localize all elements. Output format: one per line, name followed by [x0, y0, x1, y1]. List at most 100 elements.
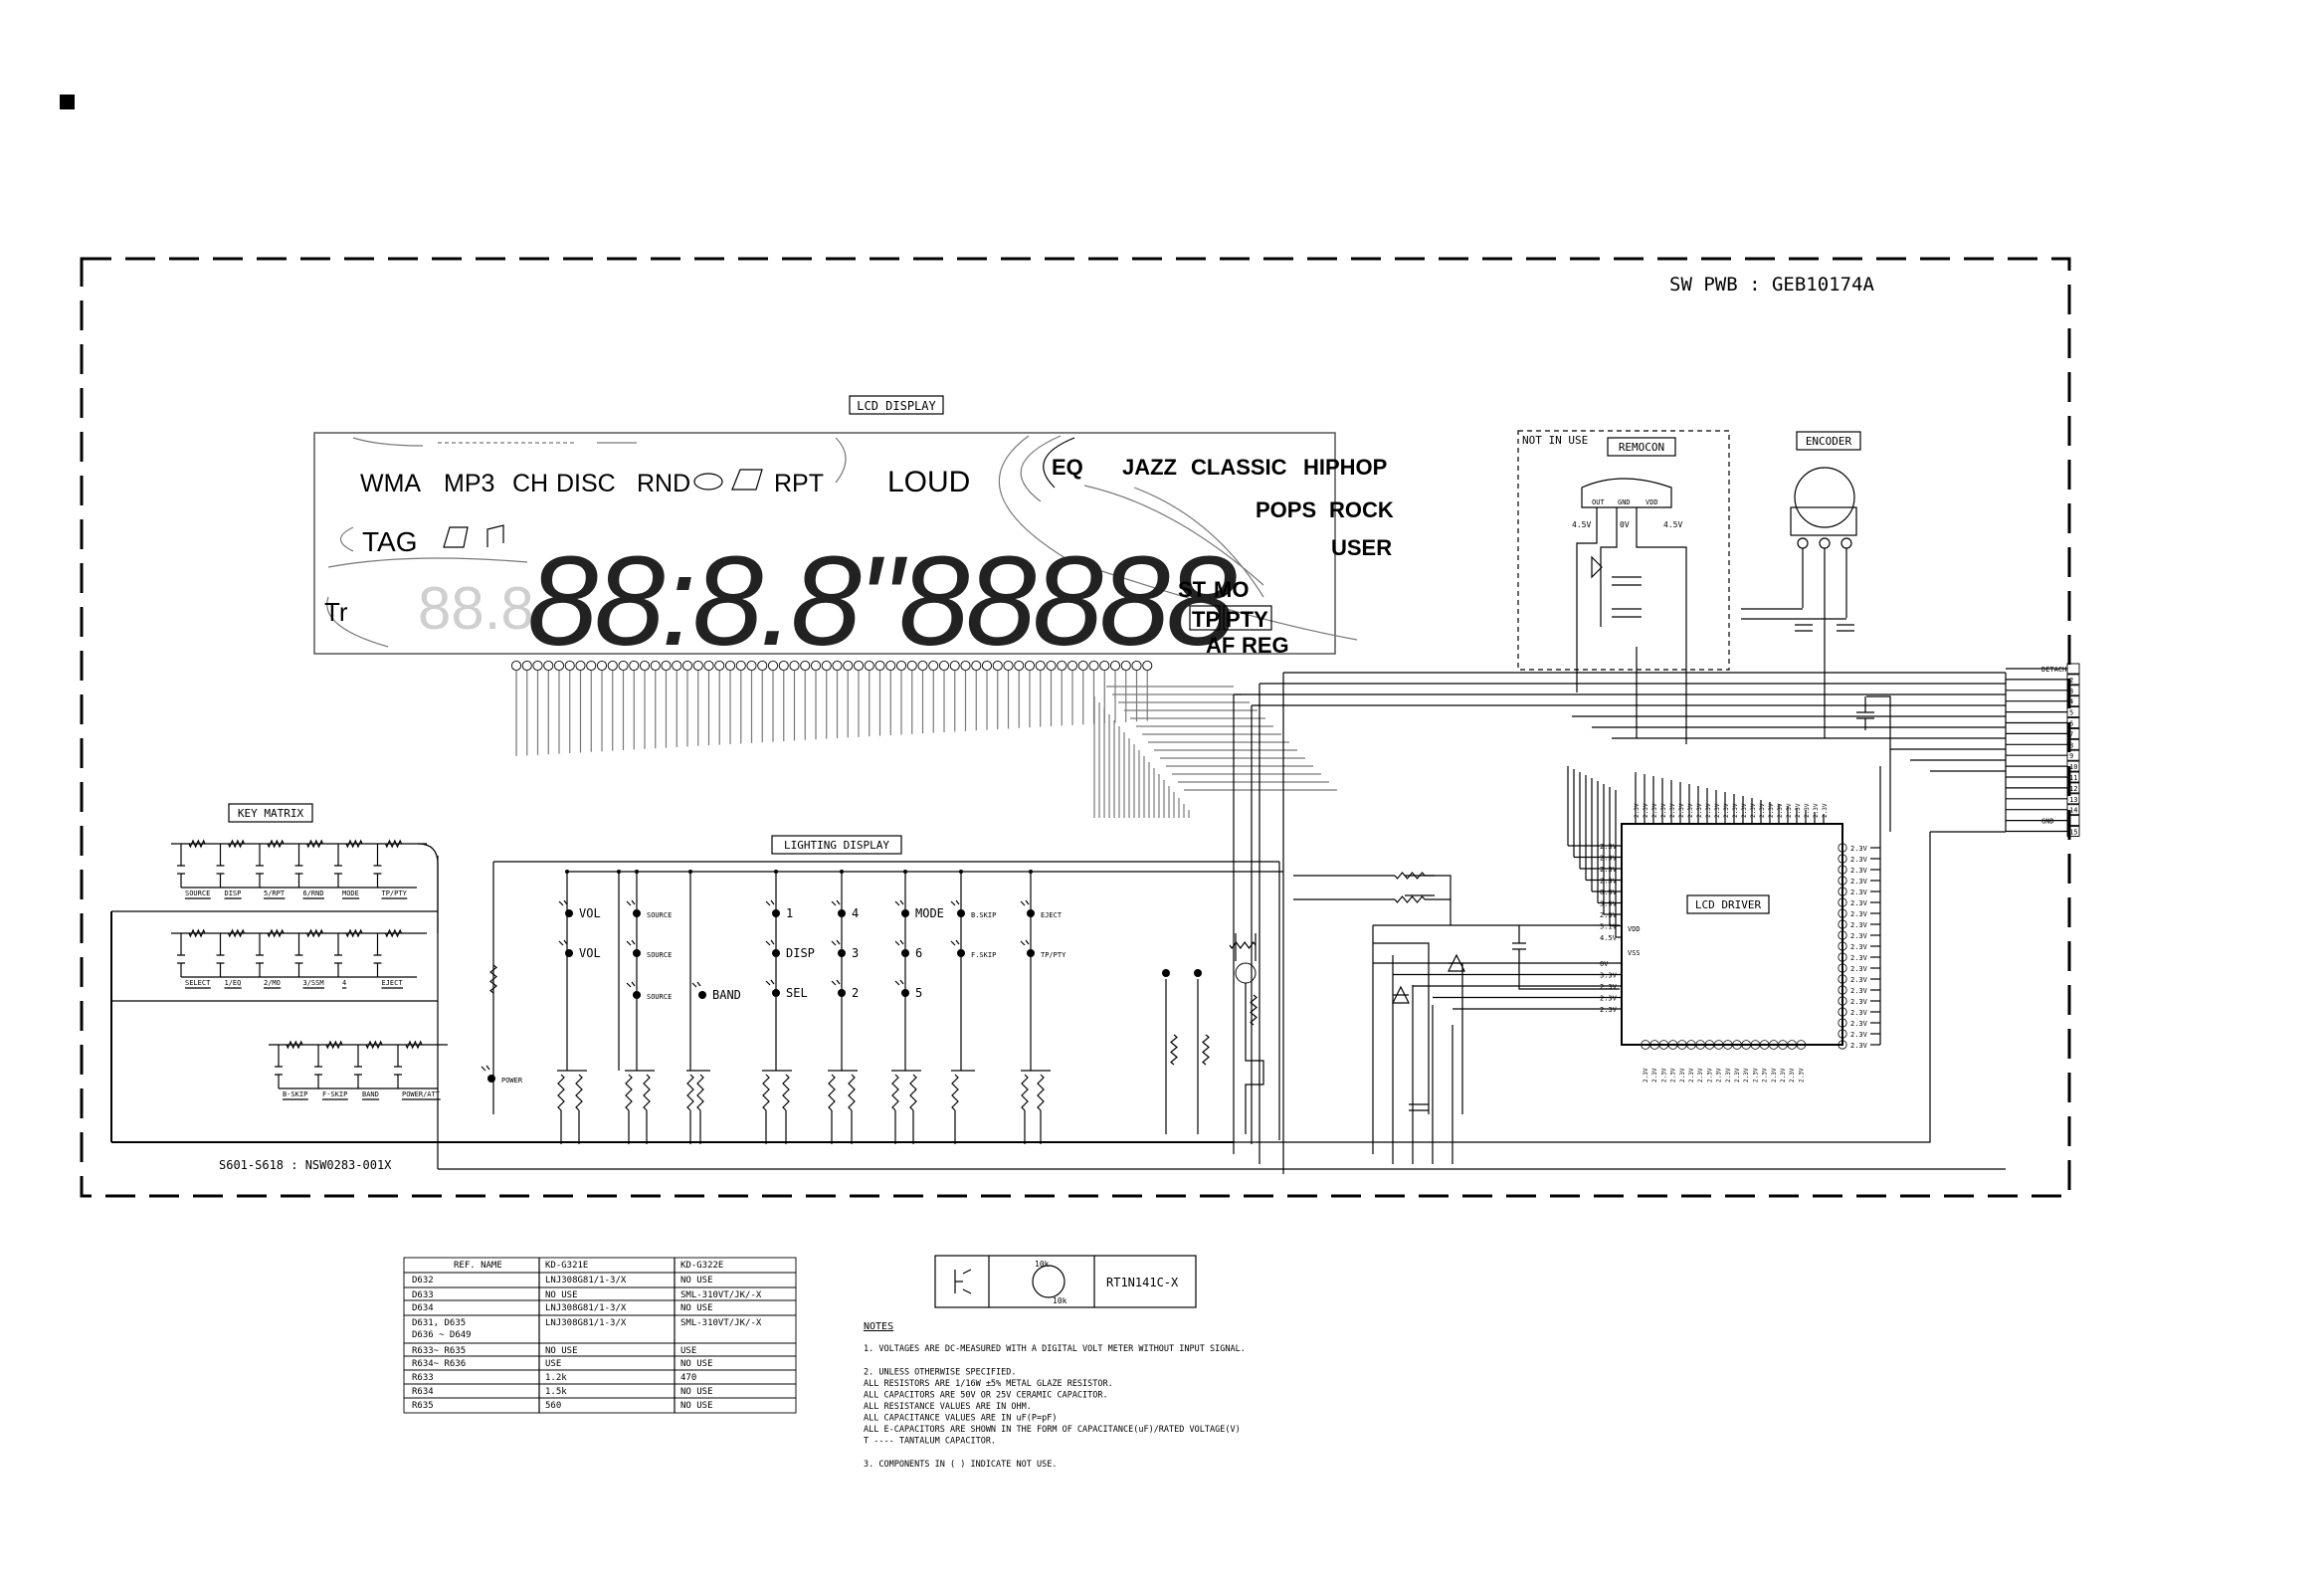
wire — [493, 861, 1280, 1140]
notes: 1. VOLTAGES ARE DC-MEASURED WITH A DIGIT… — [864, 1344, 1246, 1470]
table-cell: NO USE — [545, 1290, 578, 1300]
note-line: ALL CAPACITANCE VALUES ARE IN uF(P=pF) — [864, 1414, 1057, 1424]
driver-voltage: 2.3V — [1600, 878, 1618, 886]
resistor — [1021, 1074, 1029, 1111]
key-label: 6/RND — [303, 889, 324, 897]
switch — [334, 844, 342, 888]
led-rays — [894, 979, 904, 986]
table-row — [403, 1383, 797, 1399]
connector-pin-label: DETACH — [2041, 666, 2066, 674]
driver-pin — [1838, 963, 1847, 973]
driver-voltage: 2.3V — [1741, 803, 1748, 818]
lcd-pin — [661, 660, 672, 672]
driver-voltage: 2.3V — [1669, 803, 1676, 818]
table-row — [403, 1369, 797, 1385]
resistor — [1394, 895, 1426, 903]
note-line: 3. COMPONENTS IN ( ) INDICATE NOT USE. — [864, 1460, 1057, 1470]
driver-voltage: 2.3V — [1714, 803, 1721, 818]
table-cell: R633 — [412, 1373, 434, 1383]
driver-voltage: 2.3V — [1813, 803, 1820, 818]
table-cell: R634~ R636 — [412, 1359, 466, 1369]
key-label: TP/PTY — [382, 889, 408, 897]
svg-text:GND: GND — [1618, 498, 1631, 506]
switch — [373, 933, 382, 977]
connector-pin-label: 14 — [2069, 807, 2077, 815]
driver-pin — [1838, 952, 1847, 962]
led-label: 3 — [852, 946, 859, 960]
connector-pin-label: 8 — [2069, 741, 2073, 749]
lcd-ch: CH — [512, 470, 548, 497]
driver-voltage: 2.3V — [1762, 1068, 1769, 1083]
wire — [417, 843, 439, 933]
transistor-symbol — [1235, 962, 1257, 984]
driver-voltage: 2.3V — [1687, 803, 1694, 818]
switch — [177, 844, 185, 888]
key-matrix-footer: S601-S618 : NSW0283-001X — [219, 1158, 392, 1172]
connector-pin-label: 13 — [2069, 796, 2077, 804]
lcd-pin — [564, 660, 575, 672]
lcd-bus — [515, 671, 1337, 818]
led-label: F.SKIP — [971, 951, 996, 959]
table-cell: SML-310VT/JK/-X — [680, 1290, 762, 1300]
board-label: SW PWB : GEB10174A — [1669, 274, 1874, 296]
note-line: ALL RESISTANCE VALUES ARE IN OHM. — [864, 1402, 1032, 1412]
lcd-eq: EQ — [1052, 455, 1083, 480]
led-label: SOURCE — [647, 951, 672, 959]
led-rays — [558, 899, 568, 906]
driver-voltage: 2.3V — [1600, 911, 1618, 919]
key-matrix-label: KEY MATRIX — [238, 807, 304, 820]
lcd-display-label-box — [849, 395, 944, 415]
led-icon — [698, 991, 706, 999]
driver-voltage: 2.3V — [1777, 803, 1784, 818]
driver-voltage: 2.3V — [1723, 803, 1730, 818]
lcd-pin — [1046, 660, 1057, 672]
table-cell: NO USE — [545, 1346, 578, 1356]
lcd-pin — [586, 660, 597, 672]
table-cell: LNJ308G81/1-3/X — [545, 1303, 627, 1313]
lcd-wma: WMA — [360, 470, 421, 497]
driver-voltage: 2.3V — [1850, 1042, 1868, 1050]
table-cell: D636 ~ D649 — [412, 1330, 472, 1340]
wire — [1448, 953, 1465, 1114]
driver-voltage: 2.3V — [1822, 803, 1829, 818]
wire — [1165, 933, 1264, 1134]
driver-pin — [1695, 1040, 1705, 1050]
driver-voltage: 2.3V — [1795, 803, 1802, 818]
led-label: DISP — [786, 946, 815, 960]
svg-text:4.5V: 4.5V — [1663, 520, 1682, 529]
resistor — [305, 928, 324, 938]
led-rays — [765, 939, 775, 946]
resistor — [1170, 1034, 1178, 1066]
led-icon — [838, 949, 846, 957]
transistor-symbol — [1032, 1265, 1065, 1298]
note-line: 2. UNLESS OTHERWISE SPECIFIED. — [864, 1368, 1017, 1378]
table-cell: NO USE — [680, 1276, 713, 1285]
resistor — [643, 1074, 651, 1111]
wire — [110, 911, 1234, 1143]
wire — [1512, 925, 1620, 990]
switch — [256, 933, 264, 977]
lcd-pin — [874, 660, 885, 672]
resistor — [686, 1074, 694, 1111]
table-cell: LNJ308G81/1-3/X — [545, 1276, 627, 1285]
lcd-pin — [917, 660, 928, 672]
note-line: T ---- TANTALUM CAPACITOR. — [864, 1437, 996, 1447]
resistor — [227, 928, 246, 938]
led-rays — [691, 981, 701, 988]
resistor — [267, 928, 285, 938]
table-cell: NO USE — [680, 1401, 713, 1411]
led-rays — [1020, 939, 1030, 946]
table-cell: R635 — [412, 1401, 434, 1411]
switch — [216, 844, 225, 888]
svg-text:OUT: OUT — [1592, 498, 1605, 506]
resistor — [384, 928, 403, 938]
switch — [394, 1045, 402, 1088]
lcd-pin — [800, 660, 811, 672]
lcd-pin — [843, 660, 854, 672]
driver-voltage: 2.3V — [1660, 1068, 1667, 1083]
table-cell: D631, D635 — [412, 1318, 466, 1328]
driver-pin — [1838, 865, 1847, 875]
lcd-pin — [1131, 660, 1142, 672]
driver-pin — [1838, 876, 1847, 886]
